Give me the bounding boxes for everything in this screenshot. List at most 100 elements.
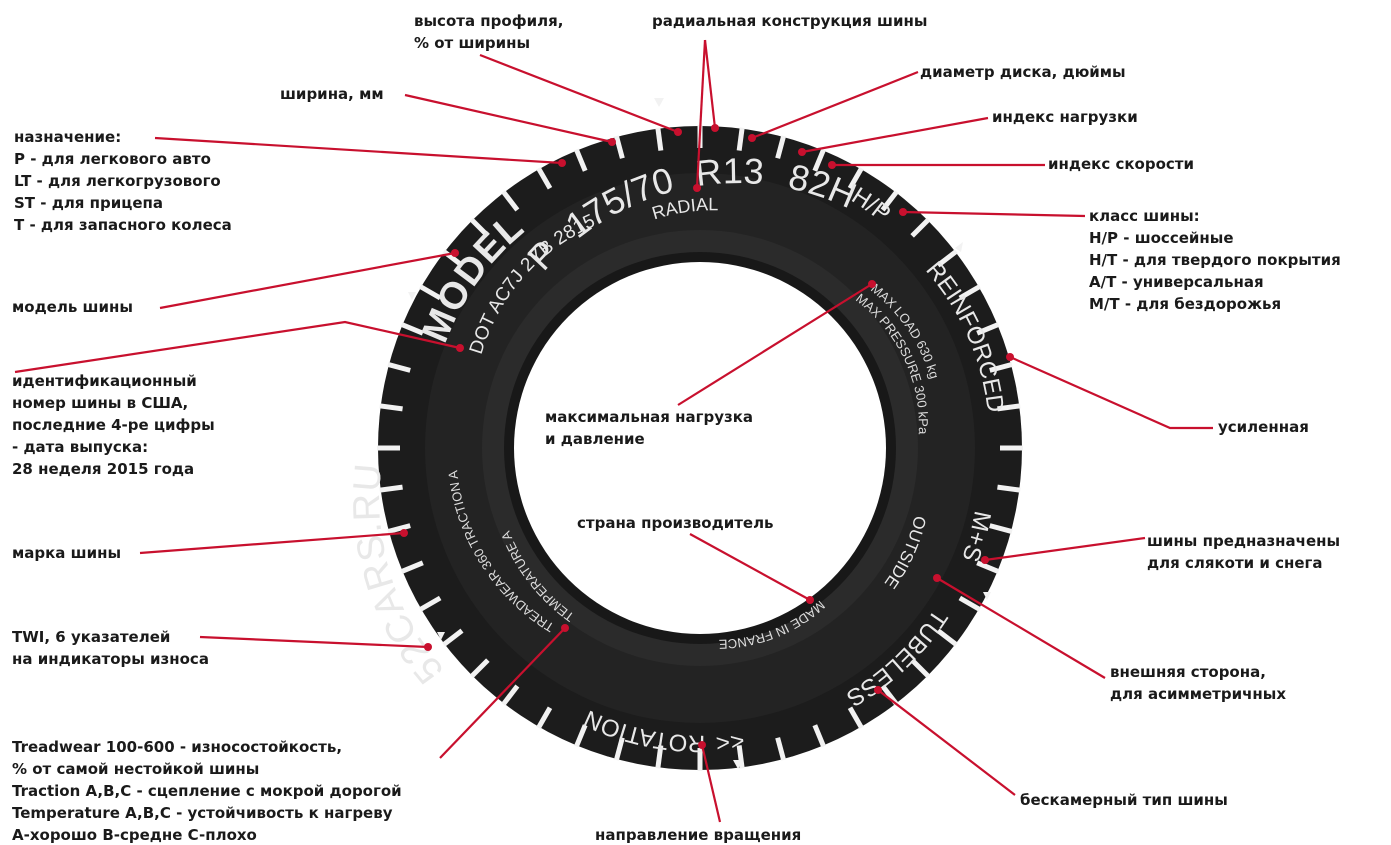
label-line: высота профиля,	[414, 12, 563, 30]
label-line: индекс скорости	[1048, 155, 1194, 173]
tread-notch	[936, 249, 958, 268]
leader-utqg	[439, 627, 566, 759]
label-line: - дата выпуска:	[12, 438, 148, 456]
tread-notch	[469, 658, 490, 679]
leader-radial-1	[703, 39, 717, 129]
leader-dot-utqg	[561, 624, 569, 632]
label-line: максимальная нагрузка	[545, 408, 753, 426]
label-line: индекс нагрузки	[992, 108, 1138, 126]
tread-notch	[379, 403, 403, 412]
leader-radial-2	[695, 39, 707, 189]
label-line: усиленная	[1218, 418, 1309, 436]
tread-notch	[655, 745, 664, 769]
label-line: A-хорошо B-средне C-плохо	[12, 826, 257, 844]
leader-dot-max-load	[868, 280, 876, 288]
tread-notch	[379, 484, 403, 493]
leader-brand	[139, 531, 405, 555]
label-tubeless: бескамерный тип шины	[1020, 791, 1228, 809]
label-line: T - для запасного колеса	[14, 216, 232, 234]
tread-notch	[501, 684, 520, 706]
tread-notch	[910, 217, 931, 238]
label-load-index: индекс нагрузки	[992, 108, 1138, 126]
label-line: M/T - для бездорожья	[1089, 295, 1281, 313]
leader-dot-model	[451, 249, 459, 257]
label-line: модель шины	[12, 298, 133, 316]
tread-notch	[613, 135, 625, 159]
label-line: H/P - шоссейные	[1089, 229, 1234, 247]
tread-notch	[958, 595, 981, 612]
leader-dot-rim-diameter	[748, 134, 756, 142]
label-line: шины предназначены	[1147, 532, 1340, 550]
tread-notch	[469, 217, 490, 238]
tread-notch	[997, 484, 1021, 493]
label-line: для слякоти и снега	[1147, 554, 1323, 572]
label-line: P - для легкового авто	[14, 150, 211, 168]
leader-twi	[199, 635, 429, 649]
tread-notch	[976, 322, 1000, 336]
wheel-hole	[514, 262, 886, 634]
leader-country	[689, 533, 811, 601]
twi-marker-lower-right	[983, 592, 991, 600]
tread-notch	[387, 361, 411, 373]
tread-notch	[997, 403, 1021, 412]
leader-dot-width	[608, 138, 616, 146]
tread-notch	[880, 190, 899, 212]
label-line: внешняя сторона,	[1110, 663, 1266, 681]
leader-width	[404, 93, 613, 144]
twi-marker-right	[955, 242, 963, 252]
label-line: 28 неделя 2015 года	[12, 460, 194, 478]
label-line: класс шины:	[1089, 207, 1200, 225]
label-line: идентификационный	[12, 372, 197, 390]
leader-dot-country	[806, 596, 814, 604]
label-rotation-direction: направление вращения	[595, 826, 801, 844]
leader-reinforced	[1009, 355, 1213, 430]
label-line: A/T - универсальная	[1089, 273, 1264, 291]
tread-notch	[958, 284, 981, 301]
label-line: Treadwear 100-600 - износостойкость,	[12, 738, 342, 756]
tread-notch	[812, 724, 826, 748]
label-line: ST - для прицепа	[14, 194, 163, 212]
leader-tire-class	[902, 210, 1086, 218]
leader-rotation-direction	[700, 744, 722, 823]
leader-dot-load-index	[798, 148, 806, 156]
tread-notch	[655, 127, 664, 151]
tread-notch	[501, 190, 520, 212]
label-line: % от ширины	[414, 34, 530, 52]
tread-notch	[536, 167, 553, 190]
tread-notch	[613, 737, 625, 761]
leader-dot-profile-height	[674, 128, 682, 136]
tread-notch	[419, 284, 442, 301]
leader-dot-twi	[424, 643, 432, 651]
label-line: марка шины	[12, 544, 121, 562]
tread-notch	[812, 148, 826, 172]
tread-notch	[989, 361, 1013, 373]
label-line: Traction A,B,C - сцепление с мокрой доро…	[12, 782, 402, 800]
leader-dot-brand	[400, 529, 408, 537]
leader-dot-purpose	[558, 159, 566, 167]
tread-notch	[775, 737, 787, 761]
twi-marker-left	[408, 292, 416, 300]
label-width: ширина, мм	[280, 85, 384, 103]
leader-model	[159, 251, 456, 310]
label-twi: TWI, 6 указателей на индикаторы износа	[12, 628, 209, 668]
label-line: назначение:	[14, 128, 121, 146]
tread-notch	[976, 560, 1000, 574]
label-line: на индикаторы износа	[12, 650, 209, 668]
leader-max-load	[677, 283, 873, 406]
label-line: диаметр диска, дюймы	[920, 63, 1126, 81]
tread-notch	[847, 167, 864, 190]
tread-notch	[847, 706, 864, 729]
leader-dot-tire-class	[899, 208, 907, 216]
tread-notch	[989, 523, 1013, 535]
label-line: TWI, 6 указателей	[12, 628, 170, 646]
label-line: ширина, мм	[280, 85, 384, 103]
twi-marker-bottom	[733, 760, 743, 769]
leader-mud-snow	[984, 536, 1146, 562]
label-model: модель шины	[12, 298, 133, 316]
leader-dot-identification	[456, 344, 464, 352]
label-line: и давление	[545, 430, 645, 448]
label-line: Temperature A,B,C - устойчивость к нагре…	[12, 804, 393, 822]
